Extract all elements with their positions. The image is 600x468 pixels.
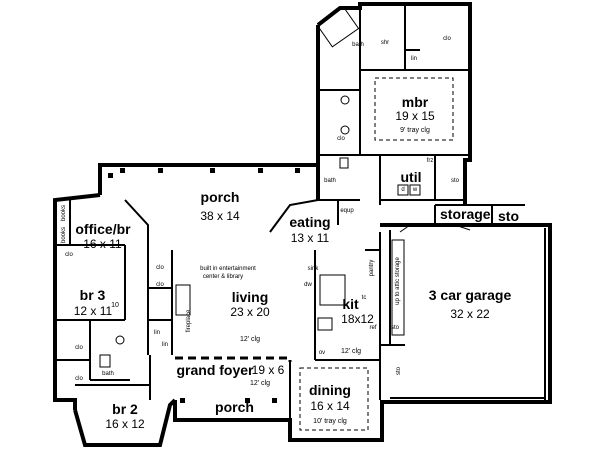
storage-name: storage [440, 206, 491, 222]
range [317, 317, 333, 331]
stair [391, 239, 405, 336]
garage-dim: 32 x 22 [450, 307, 490, 321]
office-name: office/br [75, 221, 131, 237]
sink-island [319, 274, 346, 306]
office-bay [124, 199, 149, 250]
dryer [409, 184, 421, 196]
foyer-name: grand foyer [176, 362, 254, 378]
mbr-tray [374, 77, 454, 141]
toilet [99, 354, 111, 368]
br3-name: br 3 [79, 287, 106, 303]
office-dim: 16 x 11 [83, 237, 122, 251]
eating-bay [269, 199, 319, 233]
living-dim: 23 x 20 [230, 305, 270, 319]
sto-util-label: sto [450, 178, 459, 184]
sink-label: sink [307, 266, 319, 272]
garage-door [399, 224, 411, 233]
bath-br-label: bath [102, 371, 114, 377]
lin2-label: lin [153, 330, 160, 336]
tray-ceilings [299, 77, 454, 431]
storage-door [454, 224, 471, 231]
ref-label: ref [369, 325, 377, 331]
basin3 [115, 335, 125, 345]
porch-wall [98, 163, 320, 195]
living-name: living [231, 289, 269, 305]
porch-rear-dim: 38 x 14 [200, 209, 240, 223]
clo-br2-label: clo [75, 376, 83, 382]
util-name: util [400, 169, 422, 185]
living-note: 12' clg [239, 336, 260, 343]
br3-ten: 10 [111, 302, 119, 309]
mbr-note: 9' tray clg [400, 127, 430, 134]
basin2 [340, 125, 350, 135]
tc-label: tc [361, 295, 367, 301]
dryer-label: d [401, 187, 405, 193]
clo-liv2-label: clo [156, 282, 164, 288]
equip-label: equp [340, 208, 354, 214]
garage-wall [380, 223, 552, 404]
clo-liv1-label: clo [156, 265, 164, 271]
kit-name: kit [342, 296, 359, 312]
kit-note: 12' clg [340, 348, 361, 355]
fireplace-label: fireplace [186, 309, 192, 333]
dining-dim: 16 x 14 [310, 399, 350, 413]
kit-dim: 18x12 [341, 312, 374, 326]
basin [340, 95, 350, 105]
tub [316, 6, 360, 48]
clo-br3-label: clo [75, 345, 83, 351]
eating-dim: 13 x 11 [290, 231, 330, 245]
shr-label: shr [380, 40, 390, 46]
foyer-dim: 19 x 6 [251, 363, 285, 377]
entertainment2-label: center & library [202, 274, 244, 280]
books2-label: books [61, 227, 67, 244]
dw-label: dw [304, 282, 312, 288]
br3-dim: 12 x 11 [73, 304, 113, 318]
pantry-label: pantry [369, 259, 375, 277]
frz-label: frz [426, 158, 434, 164]
clo-mbr1-label: clo [443, 36, 451, 42]
br2-name: br 2 [112, 401, 138, 417]
bath-mbr-label: bath [352, 42, 364, 48]
fixtures [99, 6, 471, 368]
dining-tray [299, 367, 369, 431]
interior-walls [55, 4, 546, 440]
ov-label: ov [318, 350, 326, 356]
clo-mbr2-label: clo [337, 136, 345, 142]
attic-label: up to attic storage [395, 257, 401, 305]
porch-front-name: porch [215, 399, 254, 415]
washer [397, 184, 409, 196]
mbr-name: mbr [401, 94, 429, 110]
foyer-note: 12' clg [249, 380, 270, 387]
toilet2 [339, 157, 349, 169]
eating-name: eating [289, 214, 331, 230]
br2-dim: 16 x 12 [105, 417, 145, 431]
garage-name: 3 car garage [428, 287, 512, 303]
entertainment1-label: built in entertainment [200, 266, 256, 272]
sto-kit-label: sto [390, 325, 399, 331]
washer-label: w [412, 187, 418, 193]
dining-name: dining [309, 382, 351, 398]
porch-rear-name: porch [200, 189, 240, 205]
open-dashed-walls [175, 356, 292, 362]
left-wall [53, 193, 101, 410]
lin3-label: lin [161, 342, 168, 348]
fireplace-box [175, 284, 191, 316]
mbr-dim: 19 x 15 [395, 109, 435, 123]
sto-garage-side-label: sto [396, 367, 402, 376]
sto-garage-name: sto [498, 208, 519, 224]
columns [108, 168, 300, 403]
dining-note: 10' tray clg [313, 418, 347, 425]
lin-label: lin [410, 56, 417, 62]
bath-mid-label: bath [324, 178, 336, 184]
books1-label: books [61, 205, 67, 222]
clo-off-label: clo [65, 252, 73, 258]
br2-wall [73, 398, 177, 447]
